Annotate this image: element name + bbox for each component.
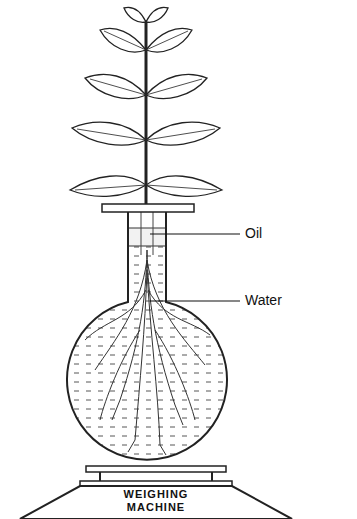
stopper	[102, 204, 194, 212]
oil-label: Oil	[245, 225, 325, 242]
leaves	[70, 8, 222, 197]
weighing-machine	[20, 486, 292, 519]
stem	[145, 20, 148, 204]
machine-label: WEIGHING MACHINE	[86, 488, 226, 514]
stand-top	[86, 466, 226, 472]
leaf-veins	[75, 31, 217, 190]
roots	[85, 250, 210, 455]
oil-layer	[129, 228, 165, 246]
water-label: Water	[245, 292, 325, 309]
leader-line	[150, 300, 240, 301]
leader-line	[150, 233, 240, 234]
flask	[67, 212, 227, 460]
